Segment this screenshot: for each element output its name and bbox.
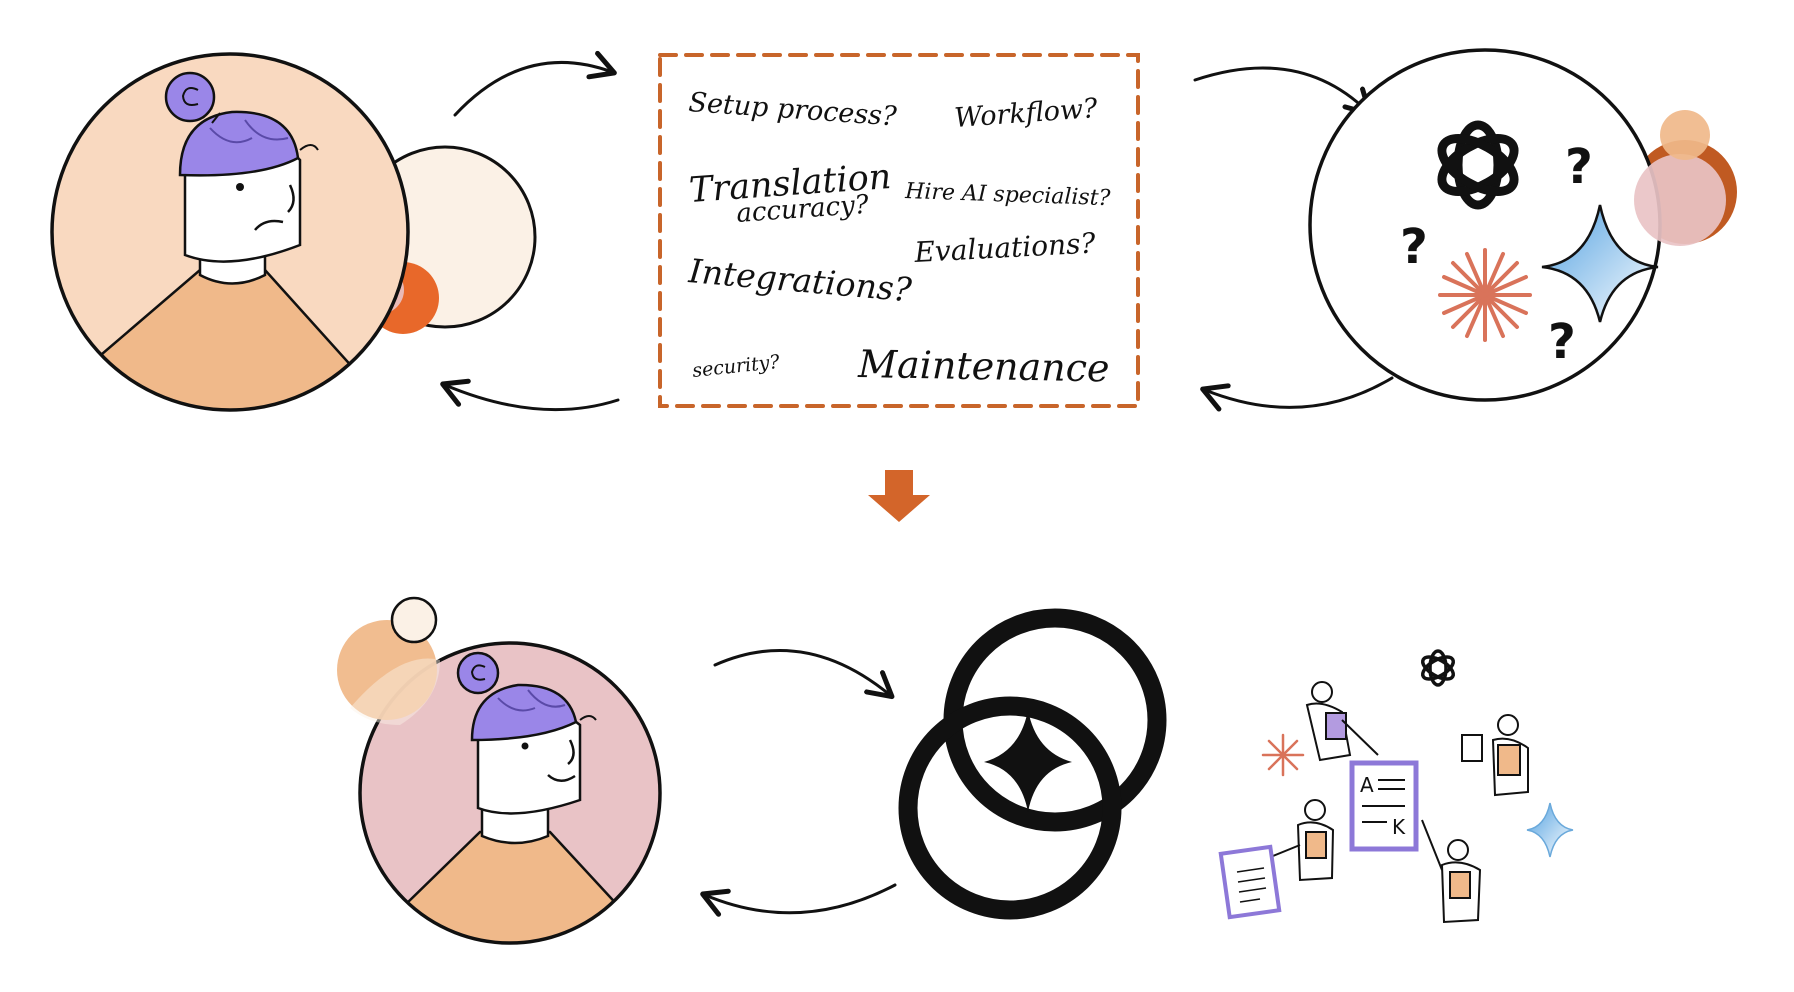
- concern-integrations: Integrations?: [686, 251, 913, 309]
- concern-hire: Hire AI specialist?: [904, 179, 1111, 211]
- curved-arrow-icon: [713, 649, 895, 700]
- document-card: [1218, 844, 1282, 920]
- document-letter-bottom: K: [1392, 815, 1406, 839]
- question-mark: ?: [1400, 219, 1428, 275]
- sparkle-star-icon: [1526, 802, 1574, 858]
- down-arrow-icon: [868, 470, 930, 522]
- openai-logo-icon: [1437, 120, 1519, 210]
- ai-tools-circle: ? ? ?: [1308, 48, 1737, 402]
- question-mark: ?: [1565, 139, 1593, 195]
- worried-person-icon: [50, 52, 537, 412]
- curved-arrow-icon: [440, 378, 620, 412]
- concerns-box: Setup process? Workflow? Translation acc…: [658, 53, 1140, 408]
- team-member-figure: [1305, 681, 1379, 762]
- team-member-figure: [1267, 799, 1335, 882]
- interlocking-rings-logo-icon: [898, 608, 1167, 920]
- team-member-figure: [1421, 819, 1482, 924]
- curved-arrow-icon: [1193, 66, 1373, 117]
- happy-person-icon: [337, 596, 662, 945]
- concern-security: security?: [691, 351, 781, 382]
- asterisk-burst-icon: [1261, 733, 1305, 777]
- team-member-figure: [1461, 714, 1529, 797]
- openai-logo-icon: [1420, 649, 1456, 687]
- curved-arrow-icon: [453, 50, 617, 117]
- curved-arrow-icon: [1200, 376, 1394, 412]
- concern-setup: Setup process?: [688, 87, 898, 132]
- question-mark: ?: [1548, 314, 1576, 370]
- concern-evaluations: Evaluations?: [913, 227, 1098, 270]
- asterisk-burst-icon: [1438, 248, 1532, 342]
- concern-maintenance: Maintenance: [857, 342, 1110, 390]
- sparkle-star-icon: [1541, 204, 1659, 323]
- document-letter-top: A: [1360, 773, 1374, 797]
- team-illustration-icon: A K: [1218, 649, 1574, 924]
- document-card: A K: [1349, 760, 1419, 852]
- concern-workflow: Workflow?: [953, 93, 1099, 134]
- curved-arrow-icon: [700, 883, 897, 917]
